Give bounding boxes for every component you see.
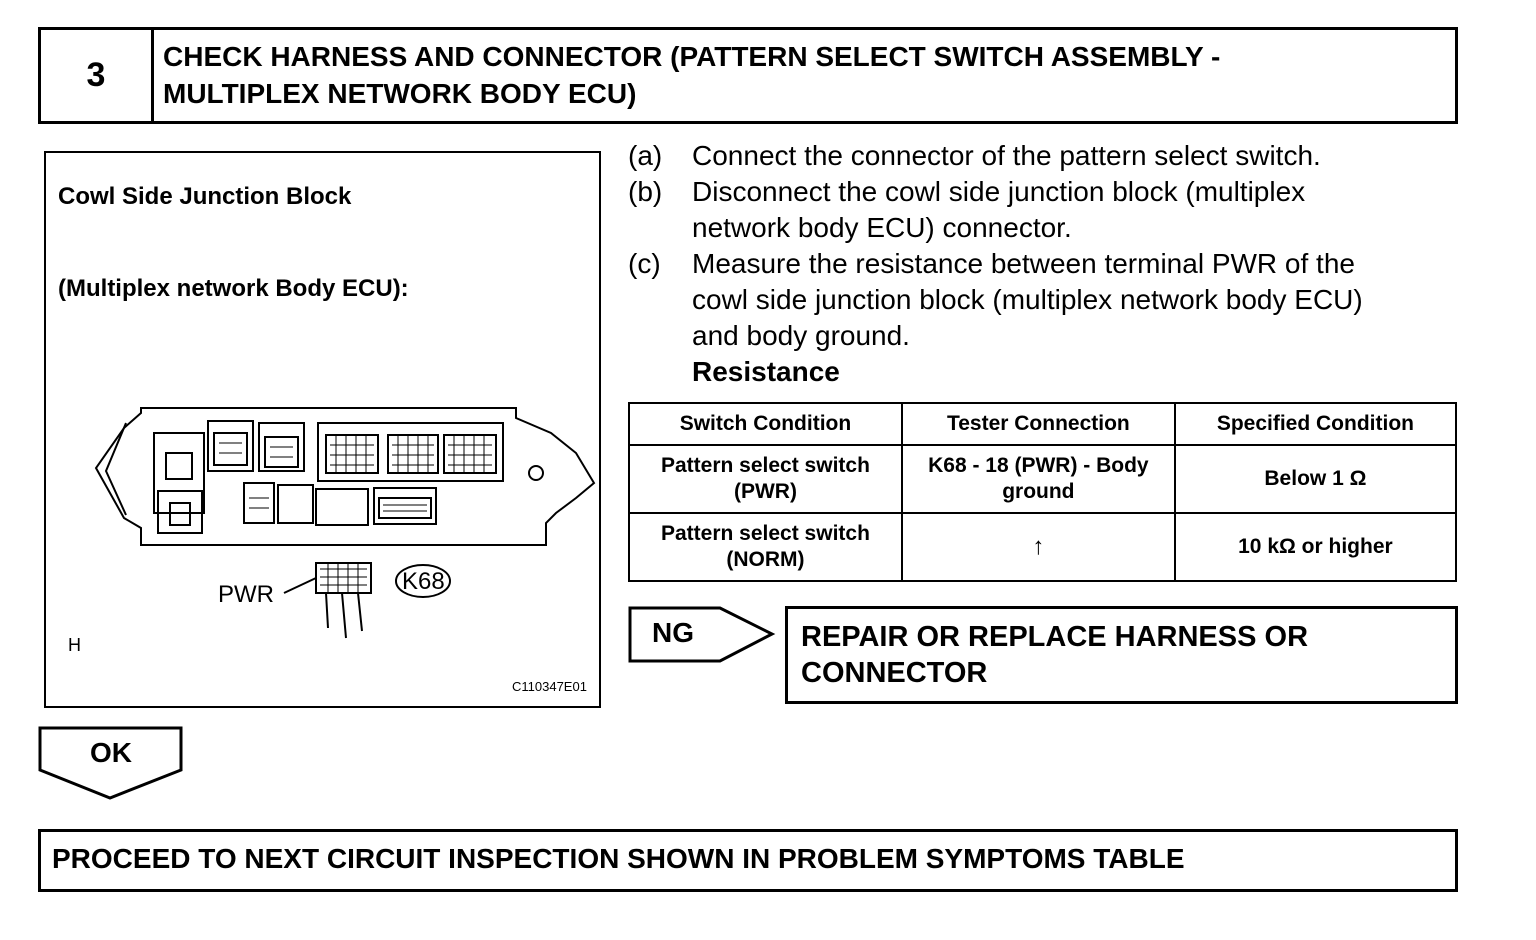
figure-label-line2: (Multiplex network Body ECU): (58, 275, 409, 302)
connector-figure: Cowl Side Junction Block (Multiplex netw… (44, 151, 601, 708)
step-text-line: Disconnect the cowl side junction block … (692, 176, 1306, 207)
cell-line: (PWR) (733, 480, 797, 503)
ok-arrow-shape (38, 726, 183, 800)
step-letter: (b) (628, 176, 663, 207)
ng-arrow-shape (628, 606, 776, 663)
figure-label-line1: Cowl Side Junction Block (58, 183, 352, 210)
table-cell: 10 kΩ or higher (1173, 512, 1458, 582)
cell-line: ground (1002, 480, 1075, 503)
table-cell: Pattern select switch (PWR) (628, 444, 903, 514)
ok-arrow: OK (38, 725, 184, 801)
step-title-line1: CHECK HARNESS AND CONNECTOR (PATTERN SEL… (163, 41, 1221, 72)
step-number: 3 (41, 30, 154, 121)
step-text: Connect the connector of the pattern sel… (692, 140, 1321, 171)
step-text-line: network body ECU) connector. (692, 212, 1072, 243)
cell-line: Pattern select switch (660, 522, 870, 545)
ok-result-box: PROCEED TO NEXT CIRCUIT INSPECTION SHOWN… (38, 829, 1458, 892)
ok-label: OK (90, 737, 132, 768)
junction-block-drawing (94, 407, 596, 639)
table-header: Tester Connection (900, 402, 1176, 446)
step-title: CHECK HARNESS AND CONNECTOR (PATTERN SEL… (163, 38, 1445, 112)
step-text: Measure the resistance between terminal … (692, 246, 1448, 354)
pwr-label: PWR (218, 581, 274, 608)
cell-line: (NORM) (726, 548, 805, 571)
step-text: Disconnect the cowl side junction block … (692, 174, 1448, 246)
ng-result-line1: REPAIR OR REPLACE HARNESS OR (801, 621, 1309, 653)
procedure-steps: (a) Connect the connector of the pattern… (628, 138, 1448, 390)
resistance-title: Resistance (692, 356, 840, 387)
table-cell: K68 - 18 (PWR) - Body ground (900, 444, 1176, 514)
step-text-line: and body ground. (692, 320, 910, 351)
table-row: Pattern select switch (PWR) K68 - 18 (PW… (628, 444, 1458, 514)
step-c: (c) Measure the resistance between termi… (628, 246, 1448, 354)
step-b: (b) Disconnect the cowl side junction bl… (628, 174, 1448, 246)
connector-k68-label: K68 (402, 568, 445, 595)
corner-letter: H (68, 635, 81, 655)
table-row: Pattern select switch (NORM) ↑ 10 kΩ or … (628, 512, 1458, 582)
ng-arrow: NG (628, 605, 776, 665)
table-cell: ↑ (900, 512, 1176, 582)
figure-code: C110347E01 (512, 679, 587, 694)
table-header: Switch Condition (628, 402, 903, 446)
step-letter: (a) (628, 140, 663, 171)
cell-line: Pattern select switch (660, 454, 870, 477)
table-cell: Pattern select switch (NORM) (628, 512, 903, 582)
ng-result-box: REPAIR OR REPLACE HARNESS OR CONNECTOR (785, 606, 1458, 704)
table-header: Specified Condition (1173, 402, 1458, 446)
table-cell: Below 1 Ω (1173, 444, 1458, 514)
ng-label: NG (652, 617, 694, 648)
resistance-table: Switch Condition Tester Connection Speci… (628, 402, 1458, 582)
step-a: (a) Connect the connector of the pattern… (628, 138, 1448, 174)
step-title-line2: MULTIPLEX NETWORK BODY ECU) (163, 78, 637, 109)
step-text-line: Measure the resistance between terminal … (692, 248, 1355, 279)
step-header: 3 CHECK HARNESS AND CONNECTOR (PATTERN S… (38, 27, 1458, 124)
step-letter: (c) (628, 248, 661, 279)
step-text-line: cowl side junction block (multiplex netw… (692, 284, 1363, 315)
table-header-row: Switch Condition Tester Connection Speci… (628, 402, 1458, 446)
ng-result-line2: CONNECTOR (801, 657, 988, 689)
cell-line: K68 - 18 (PWR) - Body (928, 454, 1149, 477)
